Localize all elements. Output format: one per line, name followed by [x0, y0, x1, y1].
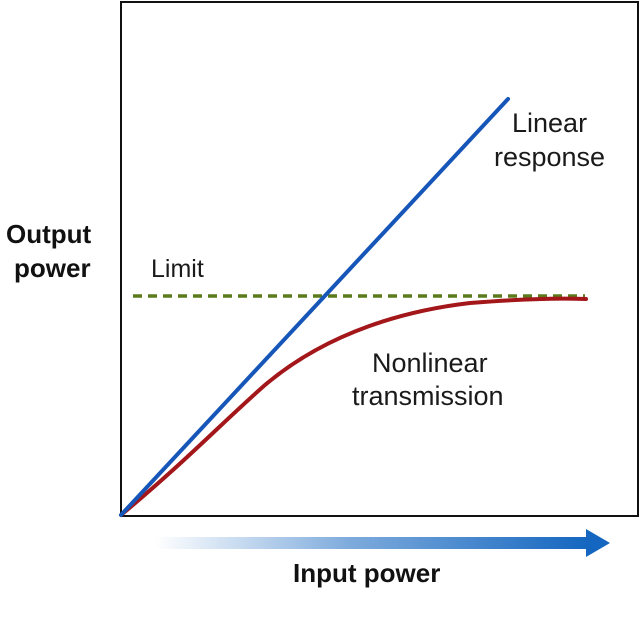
y-axis-title-line2: power: [14, 253, 91, 283]
nonlinear-transmission-label-line1: Nonlinear: [372, 348, 488, 378]
linear-response-line: [119, 97, 510, 517]
input-power-arrow-shaft: [155, 537, 588, 549]
nonlinear-transmission-curve: [119, 296, 588, 517]
x-axis-title: Input power: [293, 558, 440, 588]
linear-response-label-line1: Linear: [512, 108, 587, 138]
limit-label: Limit: [151, 255, 204, 283]
nonlinear-transmission-label-line2: transmission: [352, 381, 504, 411]
y-axis-title-line1: Output: [6, 219, 92, 249]
linear-response-label-line2: response: [494, 142, 605, 172]
input-power-arrow-head: [586, 529, 610, 557]
plot-frame: [120, 1, 639, 517]
